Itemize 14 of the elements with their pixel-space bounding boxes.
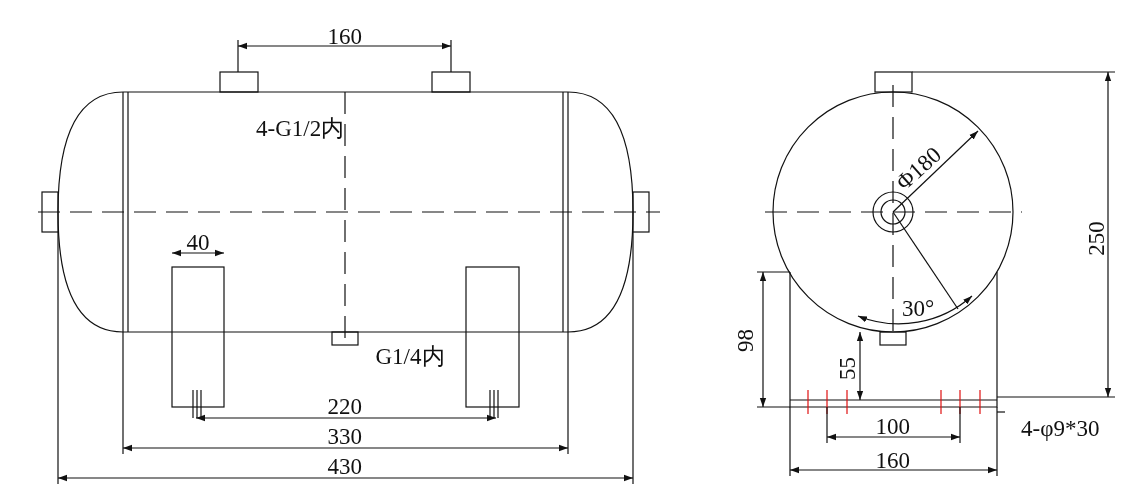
dimension-label: 100 (875, 414, 910, 438)
dimension-label: 250 (1084, 220, 1108, 256)
dimension-label: 430 (327, 454, 362, 478)
dimension-label: 98 (733, 328, 757, 352)
dimension-label: 160 (327, 24, 362, 48)
connection-note: 4-G1/2内 (256, 116, 345, 140)
hole-note: 4-φ9*30 (1021, 416, 1100, 440)
dimension-label: 220 (327, 394, 362, 418)
dimension-label: 160 (875, 448, 910, 472)
dimension-label: 30° (902, 296, 935, 320)
dimension-label: 40 (186, 230, 210, 254)
connection-note: G1/4内 (375, 344, 445, 368)
dimension-label: 55 (835, 356, 859, 380)
dimension-label: 330 (327, 424, 362, 448)
